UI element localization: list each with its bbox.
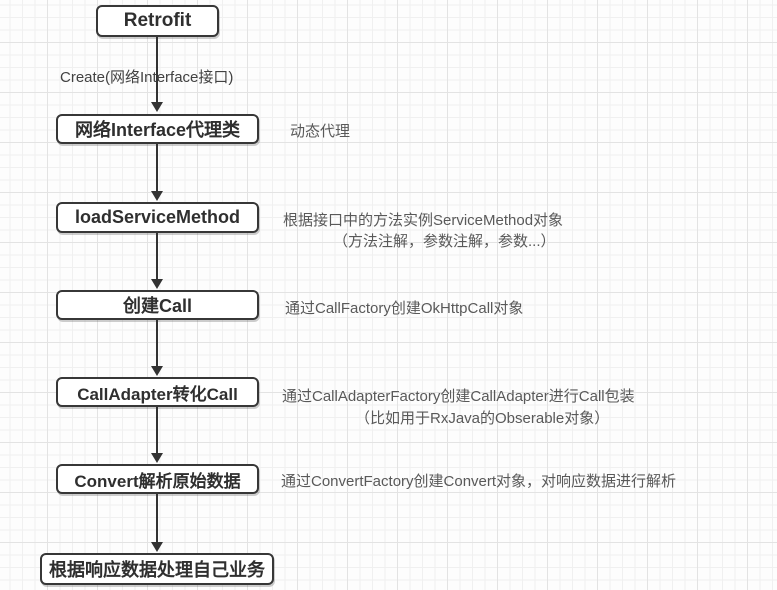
arrow-createcall-to-adapter bbox=[151, 320, 163, 376]
arrow-line bbox=[156, 233, 158, 282]
arrow-line bbox=[156, 407, 158, 456]
note-call-adapter-line2: （比如用于RxJava的Obserable对象） bbox=[355, 410, 610, 427]
arrow-line bbox=[156, 494, 158, 545]
arrowhead-icon bbox=[151, 453, 163, 463]
note-call-factory: 通过CallFactory创建OkHttpCall对象 bbox=[285, 300, 524, 317]
arrow-line bbox=[156, 144, 158, 194]
node-create-call: 创建Call bbox=[56, 290, 259, 320]
arrowhead-icon bbox=[151, 279, 163, 289]
node-retrofit: Retrofit bbox=[96, 5, 219, 37]
note-call-adapter-line1: 通过CallAdapterFactory创建CallAdapter进行Call包… bbox=[282, 388, 635, 405]
arrow-retrofit-to-proxy bbox=[151, 37, 163, 112]
arrow-convert-to-business bbox=[151, 494, 163, 552]
arrowhead-icon bbox=[151, 191, 163, 201]
note-convert-factory: 通过ConvertFactory创建Convert对象，对响应数据进行解析 bbox=[281, 473, 677, 490]
arrowhead-icon bbox=[151, 542, 163, 552]
arrow-line bbox=[156, 37, 158, 105]
edge-label-create: Create(网络Interface接口) bbox=[60, 69, 234, 86]
arrow-adapter-to-convert bbox=[151, 407, 163, 463]
note-service-method-line2: （方法注解，参数注解，参数...） bbox=[333, 233, 556, 250]
arrow-proxy-to-load bbox=[151, 144, 163, 201]
arrowhead-icon bbox=[151, 366, 163, 376]
node-handle-business: 根据响应数据处理自己业务 bbox=[40, 553, 274, 585]
note-dynamic-proxy: 动态代理 bbox=[290, 123, 351, 140]
arrow-line bbox=[156, 320, 158, 369]
node-call-adapter: CallAdapter转化Call bbox=[56, 377, 259, 407]
node-convert-parse: Convert解析原始数据 bbox=[56, 464, 259, 494]
arrowhead-icon bbox=[151, 102, 163, 112]
arrow-load-to-createcall bbox=[151, 233, 163, 289]
node-load-service-method: loadServiceMethod bbox=[56, 202, 259, 233]
note-service-method-line1: 根据接口中的方法实例ServiceMethod对象 bbox=[283, 212, 564, 229]
node-network-interface-proxy: 网络Interface代理类 bbox=[56, 114, 259, 144]
